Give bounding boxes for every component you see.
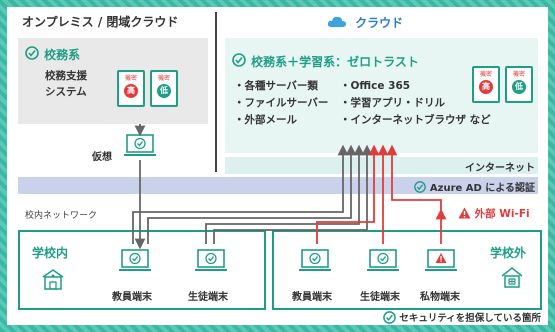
school-link — [132, 144, 349, 244]
list-item: ・学習アプリ・ドリル — [340, 97, 445, 109]
school-network-label: 校内ネットワーク — [25, 211, 98, 221]
laptop-icon — [366, 248, 400, 278]
school-link — [213, 144, 373, 244]
document-icon: 機密 高 — [117, 70, 145, 107]
body-line2: システム — [45, 86, 87, 98]
internet-band — [225, 157, 538, 174]
list-item: ・ファイルサーバー — [234, 97, 329, 109]
document-icon: 機密 低 — [150, 70, 178, 107]
school-link — [205, 144, 365, 244]
list-item: ・外部メール — [234, 114, 297, 126]
check-circle-icon — [25, 45, 39, 64]
laptop-icon — [194, 248, 228, 278]
warning-icon — [458, 207, 471, 222]
school-link — [147, 144, 357, 244]
level-high: 高 — [124, 84, 138, 98]
school-icon — [40, 268, 66, 294]
outside-school-title: 学校外 — [490, 246, 527, 260]
level-low: 低 — [157, 84, 171, 98]
confidential-label: 機密 — [124, 75, 137, 82]
cloud-system-list-1: ・各種サーバー類 ・ファイルサーバー ・外部メール — [234, 78, 328, 129]
external-link — [386, 144, 442, 210]
internet-label: インターネット — [465, 163, 535, 174]
check-circle-icon — [232, 52, 246, 71]
terminal-label: 生徒端末 — [360, 292, 400, 303]
external-link — [316, 144, 380, 244]
terminal-label: 生徒端末 — [188, 292, 228, 303]
laptop-icon — [298, 248, 332, 278]
onprem-header: オンプレミス / 閉域クラウド — [22, 15, 179, 29]
house-icon — [500, 266, 524, 292]
cloud-icon — [327, 13, 347, 32]
list-item: ・Office 365 — [340, 80, 411, 92]
divider-line — [215, 12, 217, 172]
document-icon: 機密 低 — [505, 66, 533, 103]
body-line1: 校務支援 — [45, 70, 87, 82]
azure-label: Azure AD による認証 — [414, 179, 535, 196]
cloud-header: クラウド — [327, 12, 403, 32]
check-circle-icon — [414, 180, 427, 196]
check-circle-icon — [383, 310, 396, 327]
cloud-header-label: クラウド — [355, 16, 404, 30]
terminal-label: 教員端末 — [292, 292, 332, 303]
external-wifi-label: 外部 Wi-Fi — [458, 206, 530, 222]
virtual-label: 仮想 — [92, 152, 112, 163]
terminal-label: 私物端末 — [420, 292, 460, 303]
school-affairs-body: 校務支援 システム — [45, 68, 87, 100]
cloud-system-list-2: ・Office 365 ・学習アプリ・ドリル ・インターネットブラウザ など — [340, 78, 491, 129]
level-low: 低 — [512, 80, 526, 94]
school-affairs-title: 校務系 — [25, 44, 80, 64]
legend: セキュリティを担保している箇所 — [383, 310, 541, 327]
list-item: ・各種サーバー類 — [234, 80, 318, 92]
confidential-label: 機密 — [157, 75, 170, 82]
terminal-label: 教員端末 — [112, 292, 152, 303]
confidential-label: 機密 — [512, 71, 525, 78]
laptop-icon — [424, 248, 458, 278]
list-item: ・インターネットブラウザ など — [340, 114, 491, 126]
confidential-label: 機密 — [479, 71, 492, 78]
document-icon: 機密 高 — [472, 66, 500, 103]
laptop-icon — [118, 248, 152, 278]
level-high: 高 — [479, 80, 493, 94]
cloud-system-title: 校務系＋学習系：ゼロトラスト — [232, 51, 419, 71]
inside-school-title: 学校内 — [32, 246, 69, 260]
azure-band — [18, 177, 538, 194]
